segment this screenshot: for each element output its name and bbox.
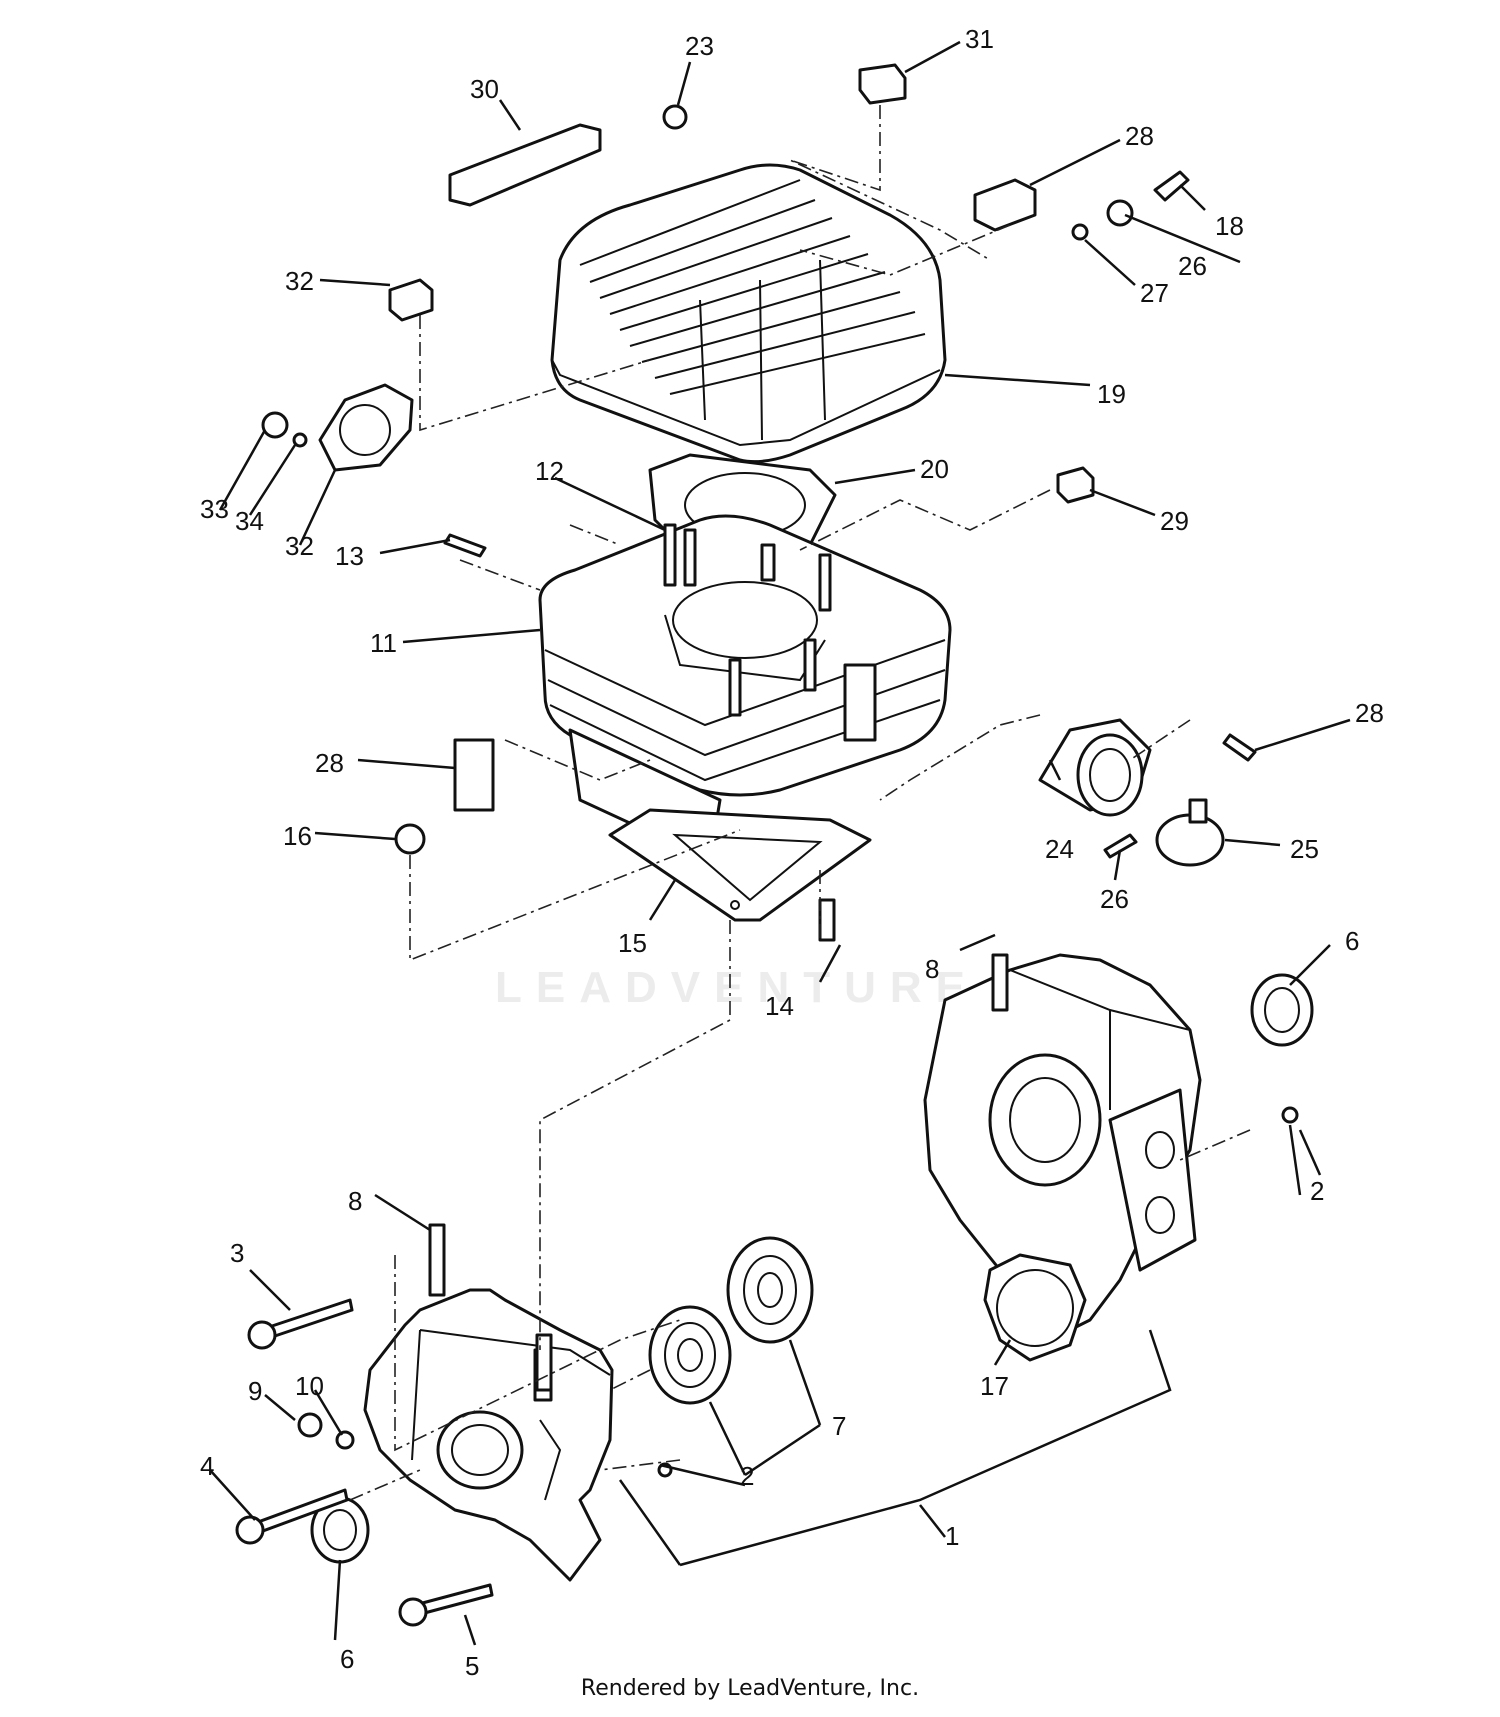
label-part-5: 5 (465, 1651, 479, 1681)
assembly-lines (349, 105, 1251, 1501)
label-part-4: 4 (200, 1451, 214, 1481)
cylinder-head (550, 163, 947, 464)
label-part-19: 19 (1097, 379, 1126, 409)
intake-clamp (1155, 798, 1225, 867)
label-part-10: 10 (295, 1371, 324, 1401)
label-part-23: 27 (1140, 278, 1169, 308)
label-part-31-left: 32 (285, 266, 314, 296)
leader-lines (209, 40, 1351, 1646)
label-part-2-right: 2 (1310, 1176, 1324, 1206)
label-part-12: 12 (535, 456, 564, 486)
label-part-20: 20 (920, 454, 949, 484)
part-labels: 23 31 30 28 18 26 27 32 19 20 12 29 13 3… (200, 24, 1384, 1681)
watermark-text: LEADVENTURE (495, 963, 979, 1012)
cooling-fin-block-30 (448, 123, 602, 207)
label-part-25: 25 (1290, 834, 1319, 864)
render-credit: Rendered by LeadVenture, Inc. (580, 1676, 920, 1701)
label-part-22: 26 (1178, 251, 1207, 281)
label-part-9: 9 (248, 1376, 262, 1406)
label-part-8-left: 8 (348, 1186, 362, 1216)
label-part-15: 15 (618, 928, 647, 958)
exhaust-gasket (318, 383, 414, 472)
label-part-16: 16 (283, 821, 312, 851)
bearings (648, 1236, 814, 1405)
base-gasket (608, 808, 872, 922)
label-part-1: 1 (945, 1521, 959, 1551)
block-31-left (388, 278, 434, 322)
label-part-8-right: 8 (925, 954, 939, 984)
label-part-17: 17 (980, 1371, 1009, 1401)
crankcase-right-half (923, 953, 1202, 1332)
label-part-3: 3 (230, 1238, 244, 1268)
label-part-14: 14 (765, 991, 794, 1021)
label-part-18: 18 (1215, 211, 1244, 241)
label-part-30: 30 (470, 74, 499, 104)
label-part-31-top: 31 (965, 24, 994, 54)
label-part-2-left: 2 (740, 1461, 754, 1491)
label-part-29: 29 (1160, 506, 1189, 536)
fasteners (235, 104, 1299, 1627)
label-part-32: 32 (285, 531, 314, 561)
oil-seal-right (1250, 973, 1314, 1047)
label-part-11: 11 (370, 628, 397, 658)
crankcase-gasket (983, 1253, 1087, 1362)
cylinder-studs (663, 523, 832, 717)
label-part-26: 26 (1100, 884, 1129, 914)
block-29 (1056, 466, 1095, 504)
label-part-7: 7 (832, 1411, 846, 1441)
block-31-top (858, 63, 907, 105)
label-part-33: 33 (200, 494, 229, 524)
label-part-28-top: 28 (1125, 121, 1154, 151)
label-part-27: 28 (1355, 698, 1384, 728)
label-part-21: 23 (685, 31, 714, 61)
label-part-24: 24 (1045, 834, 1074, 864)
crankcase-left-half (363, 1288, 614, 1582)
label-part-28-side: 28 (315, 748, 344, 778)
intake-flange (1038, 718, 1152, 817)
label-part-6-right: 6 (1345, 926, 1359, 956)
label-part-13: 13 (335, 541, 364, 571)
fin-block-28-top (973, 178, 1037, 232)
fin-block-28-side (453, 738, 495, 812)
label-part-34: 34 (235, 506, 264, 536)
cylinder (538, 514, 952, 862)
label-part-6-left: 6 (340, 1644, 354, 1674)
